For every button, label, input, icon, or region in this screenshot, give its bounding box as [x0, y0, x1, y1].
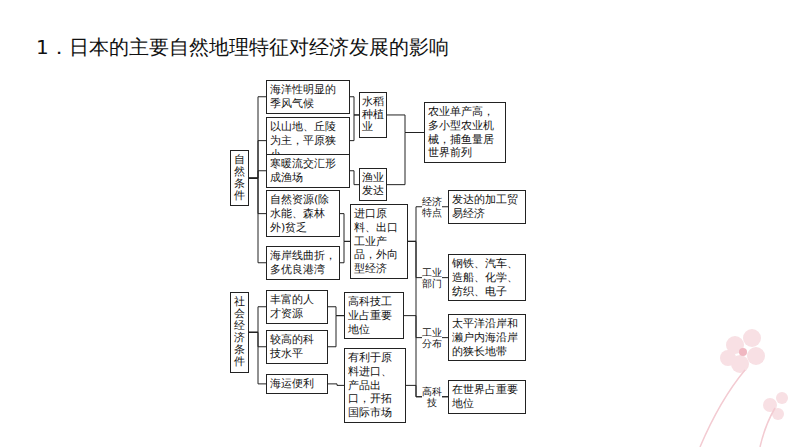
- box-text: 海运便利: [270, 377, 324, 391]
- box-text: 社会经济条件: [234, 296, 245, 369]
- connector-line: [249, 97, 266, 178]
- box-text: 渔业发达: [362, 172, 384, 197]
- feature-box: 钢铁、汽车、造船、化学、纺织、电子: [448, 254, 526, 301]
- connector-line: [249, 141, 266, 179]
- connector-line: [350, 97, 359, 115]
- feature-box: 在世界占重要地位: [448, 380, 526, 414]
- economy-box: 进口原料、出口工业产品，外向型经济: [350, 204, 408, 279]
- category-box: 自然条件: [230, 150, 249, 206]
- condition-box: 海岸线曲折，多优良港湾: [266, 246, 340, 280]
- box-text: 寒暖流交汇形成渔场: [270, 157, 346, 185]
- industry-box: 渔业发达: [359, 168, 387, 201]
- connector-line: [387, 115, 424, 133]
- connector-line: [249, 171, 266, 178]
- box-text: 太平洋沿岸和濑户内海沿岸的狭长地带: [452, 317, 522, 358]
- box-text: 钢铁、汽车、造船、化学、纺织、电子: [452, 257, 522, 298]
- connector-line: [328, 384, 344, 386]
- economy-box: 高科技工业占重要地位: [344, 292, 404, 339]
- box-text: 海洋性明显的季风气候: [270, 83, 346, 111]
- connector-line: [340, 214, 350, 242]
- result-box: 农业单产高，多小型农业机械，捕鱼量居世界前列: [424, 102, 506, 163]
- connector-line: [249, 178, 266, 263]
- connector-line: [387, 133, 424, 185]
- connector-line: [249, 332, 266, 384]
- feature-box: 发达的加工贸易经济: [448, 190, 526, 224]
- connector-line: [328, 307, 344, 316]
- box-text: 在世界占重要地位: [452, 383, 522, 411]
- connector-line: [408, 241, 448, 337]
- condition-box: 海运便利: [266, 374, 328, 394]
- petal-group: [720, 329, 788, 420]
- box-text: 高科技工业占重要地位: [348, 295, 400, 336]
- box-text: 海岸线曲折，多优良港湾: [270, 249, 336, 277]
- condition-box: 自然资源(除水能、森林外)贫乏: [266, 190, 340, 237]
- box-text: 自然条件: [234, 154, 245, 202]
- connector-line: [350, 115, 359, 141]
- flower-stem: [700, 370, 775, 447]
- category-box: 社会经济条件: [230, 292, 249, 373]
- box-text: 农业单产高，多小型农业机械，捕鱼量居世界前列: [428, 105, 502, 160]
- slide-title: 1．日本的主要自然地理特征对经济发展的影响: [36, 34, 449, 61]
- edge-label: 工业部门: [422, 267, 442, 289]
- edge-label: 高科技: [422, 386, 442, 408]
- edge-label: 经济特点: [422, 196, 442, 218]
- box-text: 发达的加工贸易经济: [452, 193, 522, 221]
- connector-line: [404, 316, 448, 397]
- box-text: 自然资源(除水能、森林外)贫乏: [270, 193, 336, 234]
- box-text: 有利于原料进口、产品出口，开拓国际市场: [348, 351, 402, 420]
- box-text: 较高的科技水平: [270, 333, 324, 361]
- connector-line: [340, 241, 350, 262]
- condition-box: 较高的科技水平: [266, 330, 328, 364]
- connector-line: [350, 171, 359, 185]
- box-text: 丰富的人才资源: [270, 293, 324, 321]
- connector-line: [249, 307, 266, 333]
- box-text: 水稻种植业: [362, 96, 384, 134]
- connector-line: [328, 316, 344, 347]
- condition-box: 寒暖流交汇形成渔场: [266, 154, 350, 188]
- condition-box: 丰富的人才资源: [266, 290, 328, 324]
- flower-center: [739, 348, 747, 356]
- box-text: 进口原料、出口工业产品，外向型经济: [354, 207, 404, 276]
- feature-box: 太平洋沿岸和濑户内海沿岸的狭长地带: [448, 314, 526, 361]
- economy-box: 有利于原料进口、产品出口，开拓国际市场: [344, 348, 406, 423]
- edge-label: 工业分布: [422, 327, 442, 349]
- condition-box: 海洋性明显的季风气候: [266, 80, 350, 114]
- industry-box: 水稻种植业: [359, 92, 387, 138]
